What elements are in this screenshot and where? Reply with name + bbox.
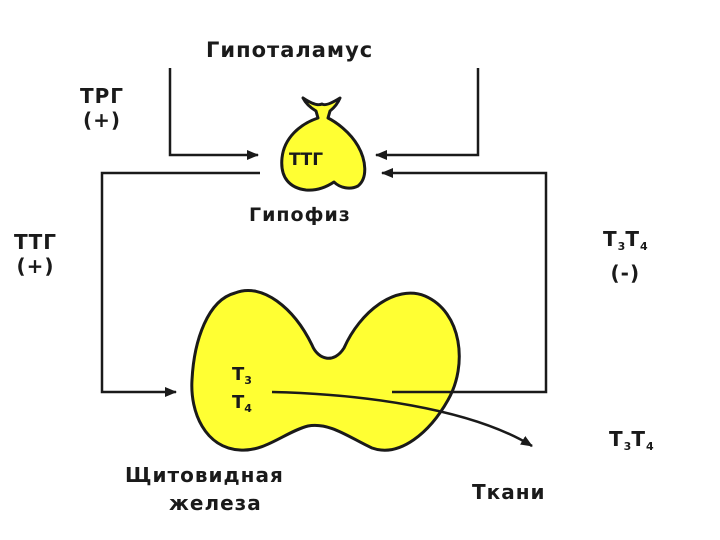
thyroid-t3-sub: 3	[244, 374, 252, 387]
hypothalamus-label: Гипоталамус	[206, 38, 373, 62]
thyroid-hormones-label: Т3 Т4	[232, 364, 252, 420]
feedback-t4-letter: Т	[625, 227, 640, 251]
pituitary-hormone-label: ТТГ	[289, 150, 323, 170]
tsh-label: ТТГ (+)	[14, 230, 57, 278]
feedback-hormones: Т3Т4	[603, 226, 648, 260]
tissues-label: Ткани	[472, 480, 546, 504]
pituitary-label: Гипофиз	[249, 204, 351, 226]
feedback-effect: (-)	[603, 260, 648, 286]
thyroid-t4: Т4	[232, 392, 252, 420]
tsh-name: ТТГ	[14, 230, 57, 254]
thyroid-t3: Т3	[232, 364, 252, 392]
trh-name: ТРГ	[80, 84, 124, 108]
trh-effect: (+)	[80, 108, 124, 132]
thyroid-label-line2: железа	[125, 489, 284, 517]
hypothalamus-right-arrow	[376, 68, 478, 155]
release-t3-letter: Т	[609, 427, 624, 451]
thyroid-t3-letter: Т	[232, 364, 244, 385]
trh-label: ТРГ (+)	[80, 84, 124, 132]
thyroid-label-line1: Щитовидная	[125, 461, 284, 489]
release-label: Т3Т4	[609, 427, 654, 453]
feedback-label: Т3Т4 (-)	[603, 226, 648, 286]
pituitary-gland-shape	[282, 98, 365, 190]
thyroid-label: Щитовидная железа	[125, 461, 284, 517]
trh-arrow	[170, 68, 258, 155]
thyroid-t4-letter: Т	[232, 392, 244, 413]
release-t4-sub: 4	[646, 440, 654, 453]
tsh-effect: (+)	[14, 254, 57, 278]
thyroid-t4-sub: 4	[244, 402, 252, 415]
feedback-t4-sub: 4	[640, 240, 648, 253]
release-t4-letter: Т	[631, 427, 646, 451]
feedback-t3-letter: Т	[603, 227, 618, 251]
